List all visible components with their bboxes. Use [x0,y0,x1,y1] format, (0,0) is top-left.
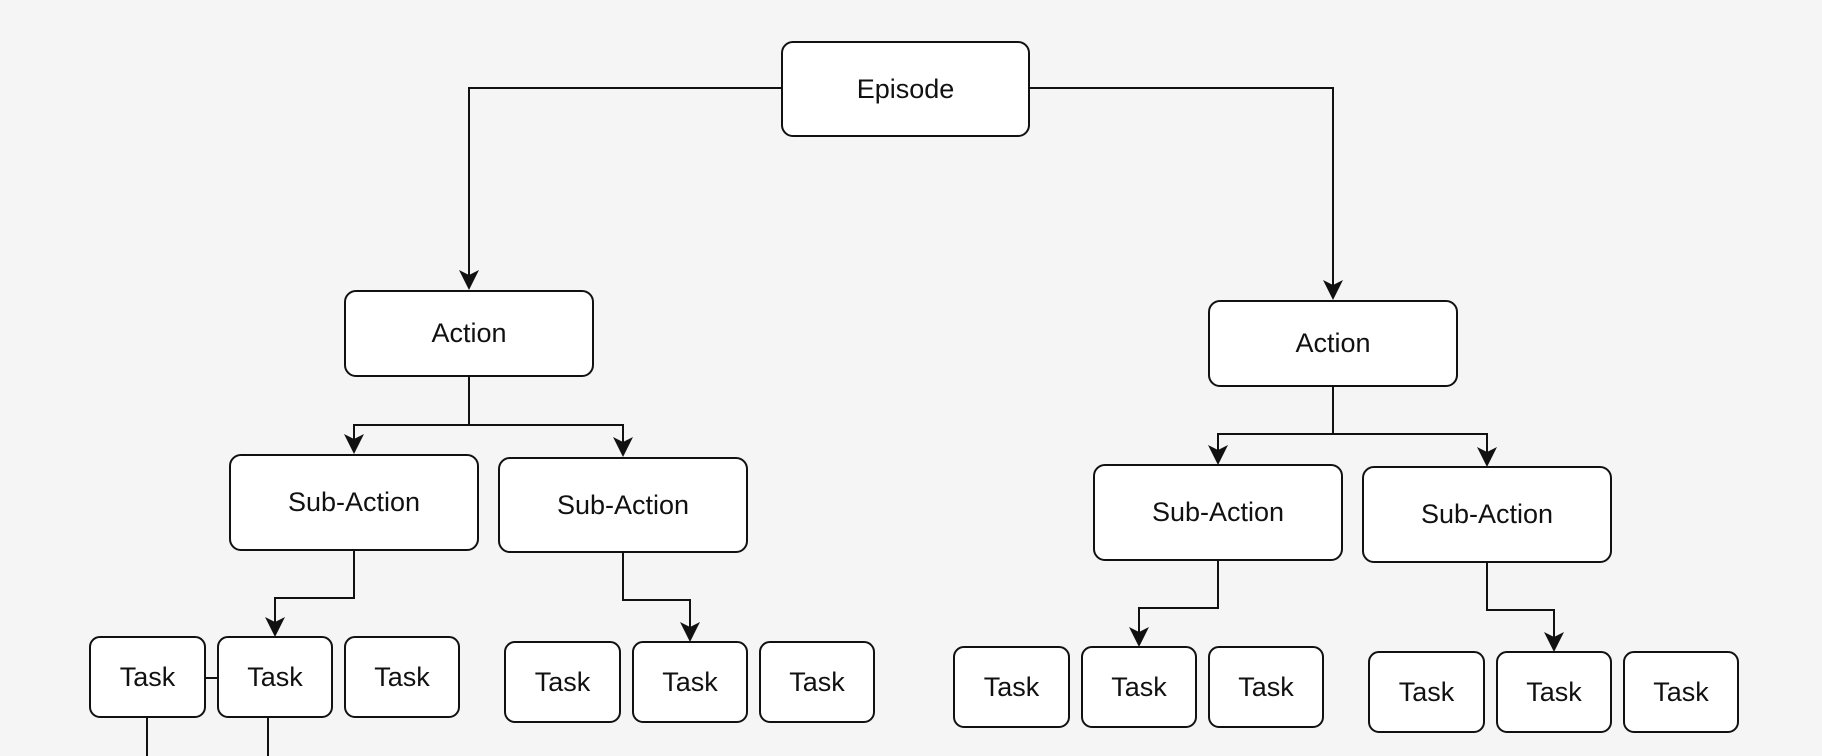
episode-node: Episode [781,41,1030,137]
connector-action-right-to-subaction-2 [1333,433,1497,467]
action-node-right: Action [1208,300,1458,387]
task-node: Task [1496,651,1612,733]
task-node: Task [217,636,333,718]
task-node: Task [344,636,460,718]
task-node: Task [1623,651,1739,733]
connector-subaction-3-to-task [1129,561,1219,647]
task-node: Task [1368,651,1485,733]
task-node: Task [1081,646,1197,728]
subaction-node-2: Sub-Action [498,457,748,553]
subaction-node-1: Sub-Action [229,454,479,551]
task-node: Task [632,641,748,723]
action-node-left: Action [344,290,594,377]
subaction-node-4: Sub-Action [1362,466,1612,563]
connector-episode-to-action-right [1030,87,1343,300]
task-node: Task [953,646,1070,728]
connector-subaction-2-to-task [622,553,700,642]
connector-action-left-to-subaction-1 [344,424,469,454]
task-node: Task [89,636,206,718]
connector-action-right-to-subaction-1 [1208,433,1333,465]
connector-subaction-4-to-task [1486,563,1564,652]
connector-subaction-1-to-task [265,551,355,637]
subaction-node-3: Sub-Action [1093,464,1343,561]
task-node: Task [504,641,621,723]
connector-episode-to-action-left [459,87,781,290]
task-node: Task [759,641,875,723]
task-node: Task [1208,646,1324,728]
connector-action-left-to-subaction-2 [469,424,633,457]
